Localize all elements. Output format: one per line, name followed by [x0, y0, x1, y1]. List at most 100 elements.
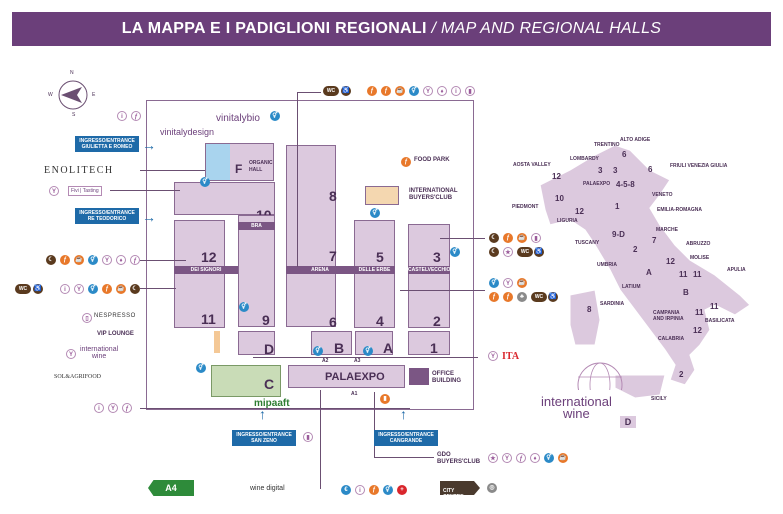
region-sardinia-number: 8 — [587, 305, 592, 314]
region-calabria: CALABRIA — [658, 336, 685, 342]
compass-w: W — [48, 92, 53, 98]
food-park-block[interactable] — [365, 186, 399, 205]
vinitalybio-logo: vinitalybio — [216, 113, 260, 124]
coffee-icon: ☕ — [558, 453, 568, 463]
food-icon: ƒ — [60, 255, 70, 265]
avenue-bra: BRA — [238, 222, 275, 230]
hall-3[interactable]: 3 2 — [408, 224, 450, 329]
region-alto-adige-number: 6 — [622, 150, 627, 159]
water-icon: ♦ — [530, 453, 540, 463]
region-apulia-number: 11 — [710, 302, 719, 311]
region-marche-number: 7 — [652, 236, 657, 245]
entrance-cangrande-arrow-icon: ↑ — [400, 406, 407, 422]
hall-1[interactable]: 1 — [408, 331, 450, 356]
region-umbria-number: 2 — [633, 245, 638, 254]
connector-gdo — [374, 392, 375, 457]
restroom-icon: ⚥ — [370, 208, 380, 218]
city-centre-sign: CITY CENTRE — [440, 481, 480, 495]
region-friuli-number: 6 — [648, 165, 653, 174]
region-basilicata: BASILICATA — [705, 318, 735, 324]
region-veneto-number: 4-5-8 — [616, 180, 635, 189]
vinitalydesign-logo: vinitalydesign — [160, 127, 215, 137]
restroom-icon: ⚥ — [270, 111, 280, 121]
hall-10[interactable]: 10 — [174, 182, 275, 223]
region-abruzzo-number: 12 — [666, 257, 675, 266]
gate-a3: A3 — [354, 358, 361, 364]
region-sardinia: SARDINIA — [600, 301, 625, 307]
wine-glass-icon: Y — [108, 403, 118, 413]
region-apulia: APULIA — [727, 267, 746, 273]
hall-12[interactable]: 12 11 — [174, 220, 225, 328]
palaexpo-label: PALAEXPO — [325, 371, 385, 383]
entrance-giulietta-romeo[interactable]: INGRESSO/ENTRANCE GIULIETTA E ROMEO — [75, 136, 139, 152]
region-aosta-number: 12 — [552, 172, 561, 181]
palaexpo[interactable]: PALAEXPO — [288, 365, 405, 388]
food-icon: ƒ — [503, 233, 513, 243]
compass-e: E — [92, 92, 96, 98]
region-alto-adige: ALTO ADIGE — [620, 137, 651, 143]
hall-1-number: 1 — [430, 340, 438, 356]
restaurant-icon: ƒ — [381, 86, 391, 96]
wc-icon: WC — [531, 292, 547, 302]
entrance-re-teodorico[interactable]: INGRESSO/ENTRANCE RE TEODORICO — [75, 208, 139, 224]
hall-8[interactable]: 8 7 6 — [286, 145, 337, 330]
connector-left-2 — [140, 288, 176, 289]
entrance-cangrande[interactable]: INGRESSO/ENTRANCE CANGRANDE — [374, 430, 438, 446]
office-building-label: OFFICE BUILDING — [432, 371, 461, 384]
compass-n: N — [70, 70, 74, 76]
office-building-block[interactable] — [409, 368, 429, 385]
hall-5[interactable]: 5 4 — [354, 220, 395, 329]
hall-f[interactable]: F ORGANIC HALL — [205, 143, 274, 181]
restroom-icon: ⚥ — [409, 86, 419, 96]
italy-map — [539, 144, 751, 399]
coffee-icon: ☕ — [116, 284, 126, 294]
region-molise: MOLISE — [690, 255, 710, 261]
hall-c[interactable]: C — [211, 365, 281, 397]
avenue-delle-erbe: DELLE ERBE — [354, 266, 395, 274]
connector-enolitech — [140, 170, 205, 171]
region-calabria-number: 12 — [693, 326, 702, 335]
tree-icon: ♣ — [517, 292, 527, 302]
region-marche: MARCHE — [656, 227, 678, 233]
moon-icon: ☾ — [46, 255, 56, 265]
restaurant-icon: ƒ — [516, 453, 526, 463]
a4-sign: A4 — [148, 480, 194, 496]
avenue-arena: ARENA — [286, 266, 354, 274]
info-icon: i — [451, 86, 461, 96]
organic-hall-block — [206, 144, 230, 180]
region-molise-number: 11 — [679, 270, 688, 279]
restroom-icon: ⚥ — [88, 284, 98, 294]
region-lazio-number: A — [646, 268, 652, 277]
wine-glass-icon: Y — [74, 284, 84, 294]
connector-top — [297, 92, 298, 267]
enolitech-logo: ENOLITECH — [44, 165, 114, 176]
region-liguria-number: 12 — [575, 207, 584, 216]
sol-agrifood-logo: SOL&AGRIFOOD — [54, 374, 102, 380]
hall-5-number: 5 — [376, 249, 384, 265]
connector-top-h — [297, 92, 321, 93]
restaurant-icon: ƒ — [122, 403, 132, 413]
region-campania: CAMPANIA AND IRPINIA — [653, 310, 684, 322]
entrance-san-zeno[interactable]: INGRESSO/ENTRANCE SAN ZENO — [232, 430, 296, 446]
region-piedmont-number: 10 — [555, 194, 564, 203]
connector-right-2 — [400, 290, 485, 291]
wine-glass-icon: Y — [488, 351, 498, 361]
region-abruzzo: ABRUZZO — [686, 241, 711, 247]
avenue-dei-signori: DEI SIGNORI — [174, 266, 238, 274]
wc-icon: WC — [15, 284, 31, 294]
hall-d[interactable]: D — [238, 331, 275, 357]
shop-icon: ▮ — [303, 432, 313, 442]
wine-glass-icon: Y — [102, 255, 112, 265]
restaurant-icon: ƒ — [131, 111, 141, 121]
region-trentino: TRENTINO — [594, 142, 620, 148]
hall-a[interactable]: A — [355, 331, 393, 356]
region-lazio: LATIUM — [622, 284, 641, 290]
region-veneto: VENETO — [652, 192, 673, 198]
restaurant-icon: ƒ — [130, 255, 140, 265]
international-wine-logo: international wine — [80, 346, 119, 360]
wheelchair-icon: ♿ — [341, 86, 351, 96]
region-trentino-number: 3 — [613, 166, 618, 175]
coffee-icon: ☕ — [517, 233, 527, 243]
connector-winedigital — [320, 390, 321, 489]
page-subtitle: / MAP AND REGIONAL HALLS — [431, 20, 662, 37]
